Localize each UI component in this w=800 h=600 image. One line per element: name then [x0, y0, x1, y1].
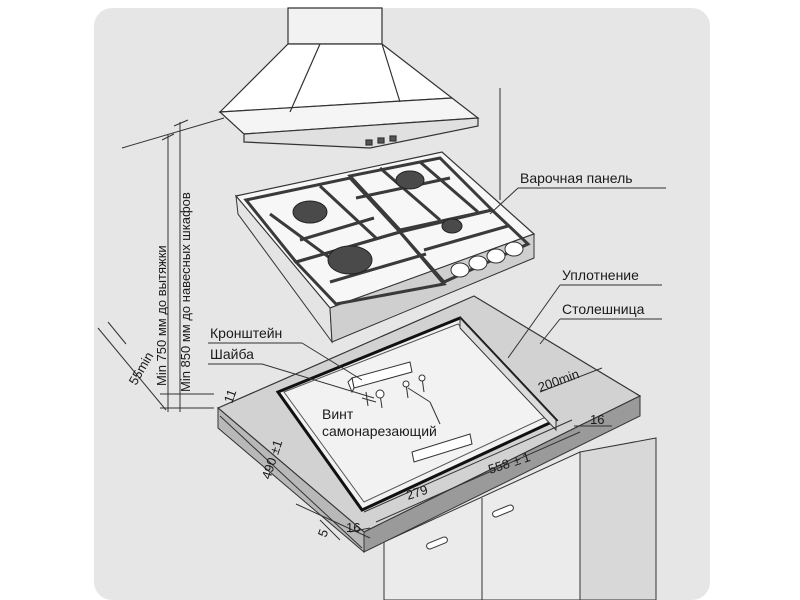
dim-depth: 490 ±1 — [259, 438, 286, 481]
svg-text:±1: ±1 — [267, 438, 286, 456]
dim-half-width: 279 — [404, 482, 429, 503]
burner-icon — [395, 170, 425, 190]
dim-edge-left: 16 — [346, 520, 360, 535]
hood-knob — [389, 135, 397, 142]
dim-edge-right: 16 — [590, 412, 604, 427]
dim-top-gap: 11 — [221, 387, 240, 405]
dim-front: 5 — [315, 527, 332, 539]
washer-label: Шайба — [210, 346, 254, 362]
control-knobs — [450, 241, 524, 278]
cabinet-handle — [492, 504, 514, 518]
svg-text:±: ± — [511, 452, 522, 468]
hood-knob — [365, 139, 373, 146]
grate — [243, 156, 531, 306]
svg-text:490: 490 — [259, 456, 280, 481]
knob-icon — [450, 262, 470, 278]
svg-text:558: 558 — [486, 456, 511, 477]
seal-label: Уплотнение — [562, 267, 639, 283]
knob-icon — [468, 255, 488, 271]
cabinet-clearance-label: Min 850 мм до навесных шкафов — [178, 192, 193, 392]
clearance-lines — [121, 88, 501, 412]
leader-lines — [208, 187, 666, 425]
cooktop — [234, 151, 536, 344]
burners — [292, 170, 463, 275]
cabinet-handle — [426, 536, 448, 550]
base-cabinet — [383, 437, 657, 600]
knob-icon — [504, 241, 524, 257]
screw-label-line1: Винт — [322, 406, 354, 422]
burner-icon — [292, 200, 328, 224]
dim-width: 558 ± 1 — [486, 449, 532, 477]
burner-icon — [441, 218, 463, 234]
cutout — [275, 316, 559, 512]
bracket — [347, 361, 413, 394]
hood-clearance-label: Min 750 мм до вытяжки — [154, 245, 169, 386]
burner-icon — [327, 245, 373, 275]
hood-knob — [377, 137, 385, 144]
bracket-label: Кронштейн — [210, 325, 282, 341]
knob-icon — [486, 248, 506, 264]
svg-text:1: 1 — [521, 449, 533, 466]
range-hood — [218, 7, 480, 149]
bracket-lower — [411, 433, 473, 463]
screw-label-line2: самонарезающий — [322, 423, 437, 439]
cooktop-label: Варочная панель — [520, 170, 633, 186]
dimension-lines — [97, 321, 612, 549]
washer-icon — [375, 389, 385, 399]
countertop-label: Столешница — [562, 301, 645, 317]
